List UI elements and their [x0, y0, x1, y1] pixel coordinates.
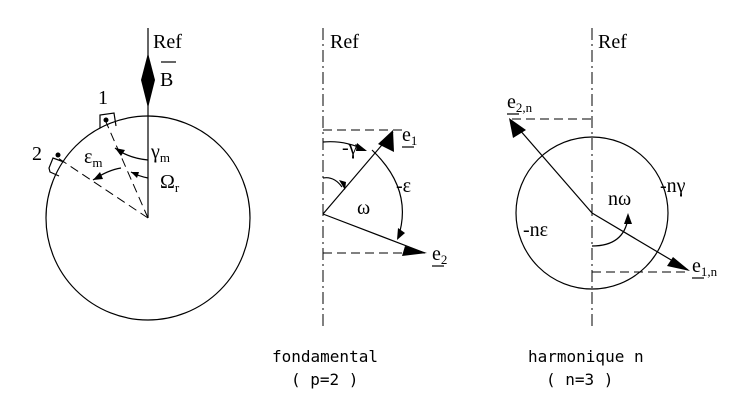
caption-fundamental-p: ( p=2 ): [291, 370, 358, 389]
vector-e2-line: [322, 213, 426, 254]
eps-m-arrowhead: [93, 172, 103, 180]
b-field-label: B: [160, 69, 173, 91]
panel-rotor: Ref B 1 2 γm εm Ωr: [32, 28, 251, 321]
gamma-m-arrowhead: [115, 148, 125, 156]
caption-harmonic: harmonique n: [528, 347, 644, 366]
sensor-2-label: 2: [32, 143, 42, 165]
e2-label: e2: [432, 243, 447, 267]
ref-label-1: Ref: [153, 31, 182, 53]
sensor-1-dot: [103, 117, 109, 123]
omega-arrowhead: [339, 180, 346, 190]
n-omega-arc: [591, 217, 629, 247]
sensor-2-box: [48, 157, 65, 177]
omega-arc: [322, 177, 343, 188]
minus-eps-label: -ε: [396, 175, 411, 197]
minus-eps-arc: [371, 149, 404, 239]
e2n-label: e2,n: [507, 91, 533, 115]
sensor-1-box: [99, 112, 117, 128]
minus-gamma-arrowhead: [356, 143, 367, 151]
minus-gamma-label: -γ: [342, 137, 358, 159]
panel-fundamental: Ref -γ e1 ω -ε e2 fondamental ( p=2 ): [272, 28, 447, 389]
harmonic-circle: [515, 136, 669, 290]
e1-label: e1: [402, 124, 417, 148]
sensor-1-label: 1: [98, 87, 108, 109]
vector-e1n-arrowhead: [667, 257, 690, 271]
n-omega-label: nω: [608, 188, 631, 210]
omega-r-arrowhead: [131, 172, 139, 178]
e1n-label: e1,n: [692, 255, 718, 279]
vector-e2n-arrowhead: [509, 118, 526, 138]
sensor-2-dot: [55, 152, 61, 158]
ref-label-3: Ref: [598, 31, 627, 53]
n-omega-arrowhead: [624, 213, 632, 224]
vector-e2-arrowhead: [402, 246, 427, 256]
ref-label-2: Ref: [330, 31, 359, 53]
minus-n-eps-label: -nε: [523, 219, 548, 241]
omega-label: ω: [357, 197, 370, 219]
omega-r-label: Ωr: [160, 171, 180, 195]
caption-fundamental: fondamental: [272, 347, 378, 366]
vector-e1-arrowhead: [378, 130, 394, 152]
b-field-arrow: [141, 53, 155, 108]
minus-n-gamma-label: -nγ: [660, 175, 686, 197]
rotor-circle: [45, 115, 251, 321]
caption-harmonic-n: ( n=3 ): [546, 370, 613, 389]
eps-m-label: εm: [84, 146, 103, 170]
vector-e2n-line: [511, 120, 593, 214]
gamma-m-label: γm: [150, 141, 170, 165]
panel-harmonic: Ref e2,n -nγ nω -nε e1,n harmonique n ( …: [507, 28, 718, 389]
minus-eps-arrowhead: [397, 228, 405, 240]
radius-sensor-2: [57, 157, 149, 219]
radius-sensor-1: [105, 121, 149, 219]
